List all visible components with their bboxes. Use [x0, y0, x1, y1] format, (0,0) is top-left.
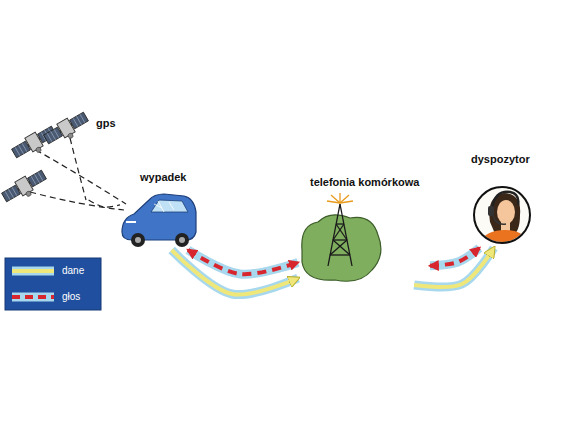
- legend-panel: [12, 269, 54, 273]
- connector-band: [188, 250, 298, 274]
- gps-satellites: gps: [8, 108, 120, 200]
- car-icon: [175, 233, 189, 247]
- car-icon: [151, 200, 188, 212]
- gps-dashed-lines: [30, 192, 124, 210]
- connector-band: [172, 250, 298, 295]
- connector-line: [172, 250, 298, 295]
- dispatcher-icon: [497, 200, 515, 224]
- connector-line: [414, 248, 494, 287]
- cell-tower-icon: [333, 224, 344, 240]
- gps-satellite-icons: [10, 124, 60, 164]
- cell-tower-icon: [328, 204, 340, 266]
- cell-tower-icon: [336, 223, 344, 224]
- car-icon: [131, 233, 145, 247]
- data-connector: [414, 248, 494, 287]
- connector-line: [430, 248, 479, 266]
- cell-tower-icon: [340, 201, 353, 203]
- voice-connector: [188, 250, 298, 274]
- dispatcher: dyspozytor: [465, 148, 545, 248]
- car-icon: [122, 194, 196, 240]
- dispatcher-icon: [488, 206, 494, 216]
- legend-panel: [12, 295, 54, 299]
- legend-panel: [5, 258, 101, 310]
- gps-satellite-icons: [42, 110, 92, 150]
- cell-tower-icon: [339, 193, 340, 203]
- gps-connector: [89, 200, 120, 207]
- car-icon: [126, 221, 136, 223]
- gps-dashed-lines: [30, 138, 126, 210]
- legend-panel: [12, 267, 54, 276]
- cell-tower-icon: [330, 240, 347, 255]
- dispatcher-icon: [493, 215, 506, 224]
- gps-dashed-lines: [36, 150, 126, 204]
- accident-car: wypadek: [120, 168, 202, 250]
- node-label: wypadek: [140, 170, 186, 184]
- cell-tower-icon: [328, 204, 352, 266]
- connector-band: [430, 248, 479, 266]
- cell-tower-icon: [327, 201, 340, 203]
- gps-satellite-icons: [0, 110, 92, 208]
- cell-tower: telefonia komórkowa: [298, 172, 430, 285]
- node-label: dyspozytor: [471, 152, 530, 166]
- dispatcher-icon: [474, 187, 534, 252]
- car-icon: [154, 201, 174, 212]
- legend-label: dane: [62, 264, 84, 278]
- voice-connector: [430, 248, 479, 266]
- connector-line: [89, 200, 120, 207]
- gps-dashed-lines: [70, 138, 86, 200]
- data-connector: [172, 250, 298, 295]
- dispatcher-icon: [492, 192, 518, 210]
- cell-tower-icon: [302, 215, 381, 281]
- connector-line: [188, 250, 298, 274]
- dispatcher-icon: [476, 230, 534, 252]
- legend-panel: [5, 258, 101, 310]
- dispatcher-icon: [474, 187, 530, 243]
- car-icon: [135, 237, 141, 243]
- gps-satellite-icons: [0, 168, 50, 208]
- cell-tower-icon: [340, 204, 352, 266]
- cell-tower-icon: [333, 239, 347, 240]
- cell-tower-icon: [302, 193, 381, 281]
- cell-tower-icon: [327, 193, 353, 203]
- cell-tower-icon: [333, 240, 350, 255]
- car-icon: [122, 194, 196, 247]
- node-label: gps: [96, 116, 116, 130]
- car-icon: [179, 237, 185, 243]
- connector-band: [414, 248, 494, 287]
- node-label: telefonia komórkowa: [310, 175, 419, 189]
- legend-panel: [12, 293, 54, 302]
- legend-label: głos: [62, 290, 80, 304]
- cell-tower-icon: [330, 254, 350, 255]
- cell-tower-icon: [336, 224, 347, 240]
